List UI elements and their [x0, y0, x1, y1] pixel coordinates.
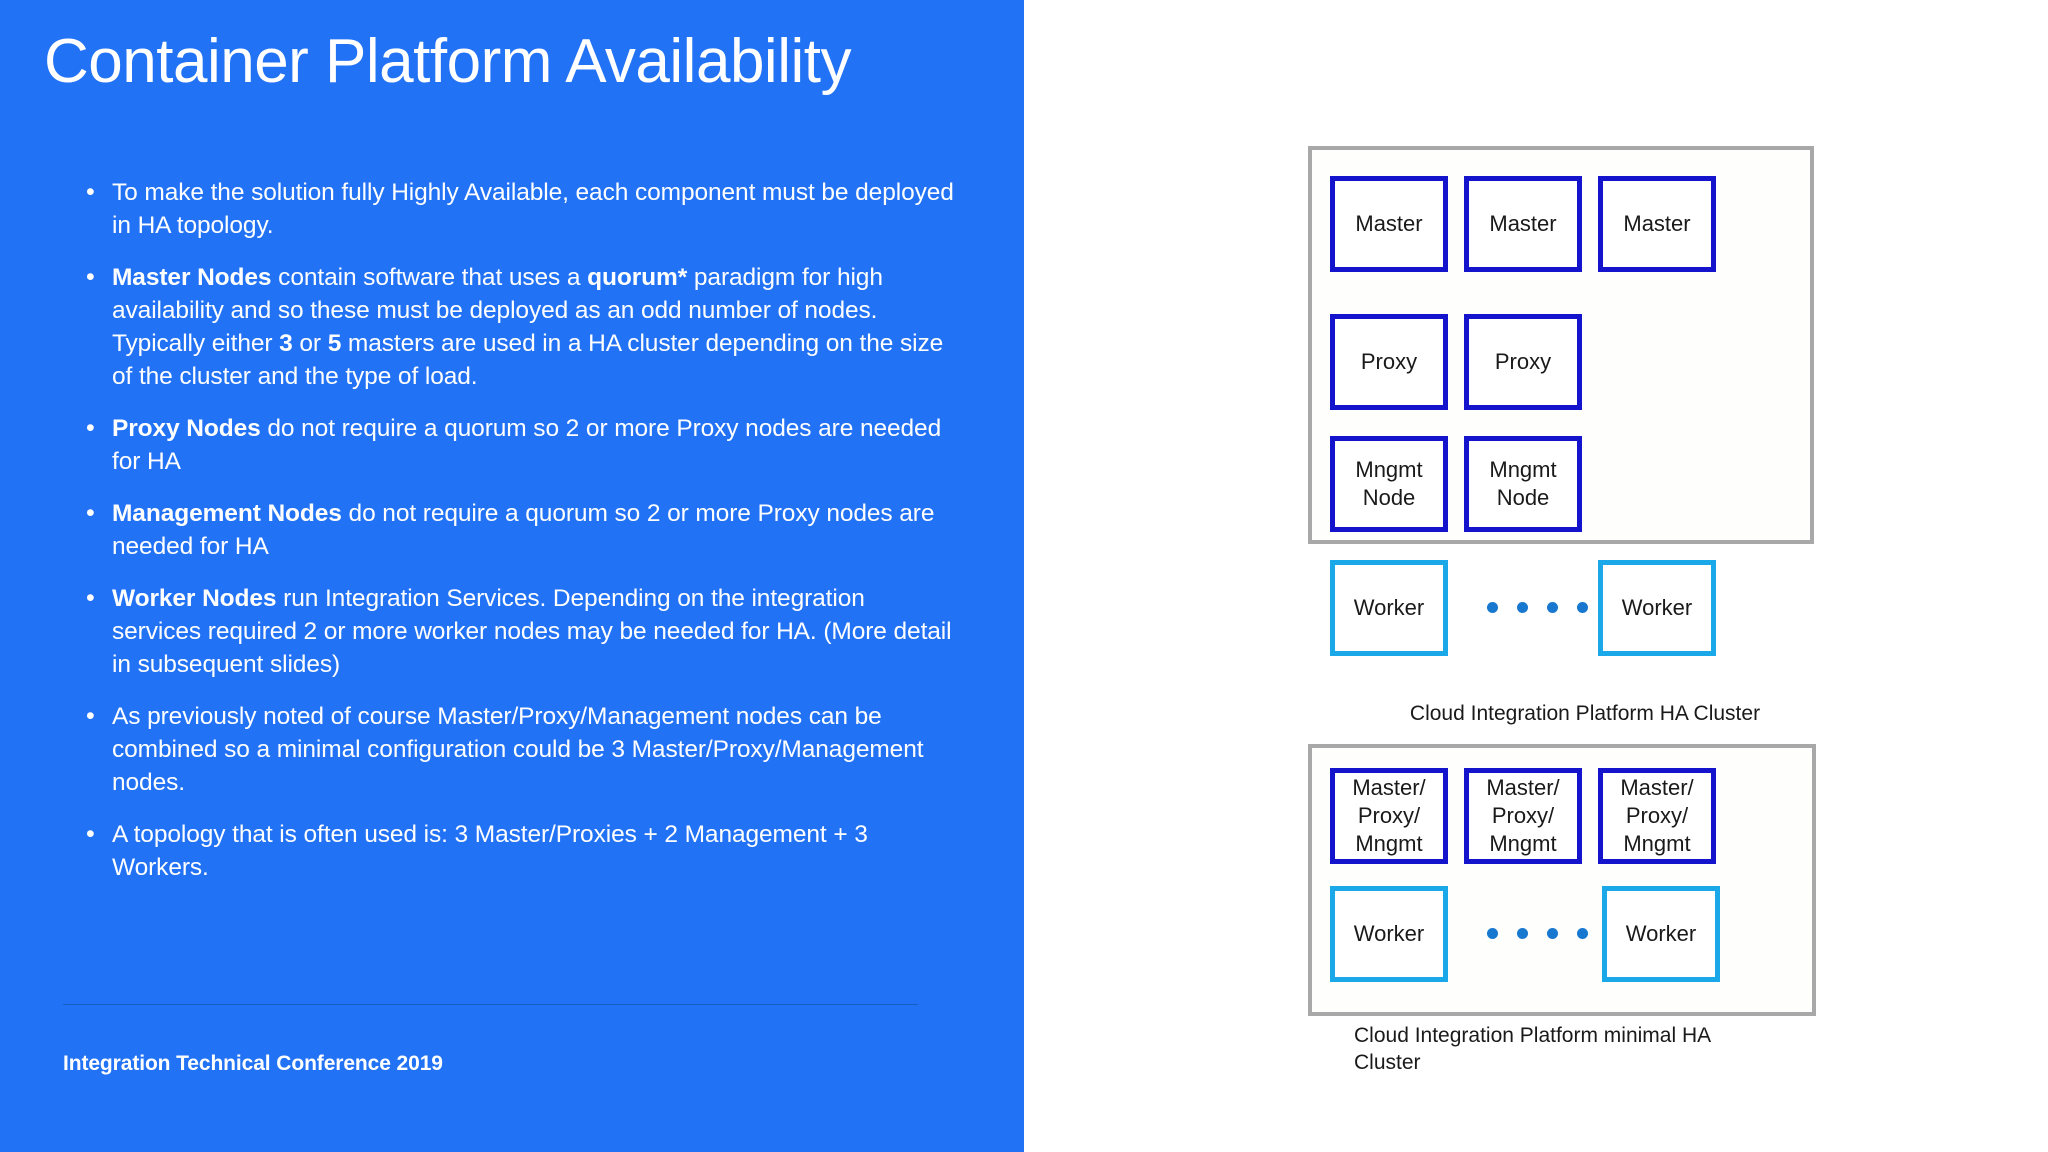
- node-worker: Worker: [1598, 560, 1716, 656]
- bullet-segment: paradigm for high availability and so th…: [112, 264, 883, 357]
- bullet-proxy-nodes-text: Proxy Nodes do not require a quorum so 2…: [112, 412, 958, 478]
- node-master: Master: [1330, 176, 1448, 272]
- bullet-management-nodes: • Management Nodes do not require a quoru…: [78, 497, 958, 563]
- ha-cluster-caption: Cloud Integration Platform HA Cluster: [1409, 702, 1761, 725]
- node-worker: Worker: [1330, 886, 1448, 982]
- dot-icon: [1487, 602, 1498, 613]
- bullet-combined-nodes-text: As previously noted of course Master/Pro…: [112, 700, 958, 799]
- node-master: Master: [1598, 176, 1716, 272]
- dot-icon: [1577, 928, 1588, 939]
- bullet-segment: Worker Nodes: [112, 585, 277, 612]
- bullet-point-icon: •: [86, 820, 95, 848]
- node-proxy: Proxy: [1330, 314, 1448, 410]
- dot-icon: [1517, 602, 1528, 613]
- dot-icon: [1487, 928, 1498, 939]
- node-worker: Worker: [1330, 560, 1448, 656]
- node-proxy: Proxy: [1464, 314, 1582, 410]
- bullet-segment: run Integration Services. Depending on t…: [112, 585, 952, 678]
- node-master-proxy-mngmt: Master/ Proxy/ Mngmt: [1464, 768, 1582, 864]
- bullet-ha-topology: • To make the solution fully Highly Avail…: [78, 176, 958, 242]
- bullet-segment: Management Nodes: [112, 500, 342, 527]
- node-mngmt-node: Mngmt Node: [1330, 436, 1448, 532]
- ellipsis-dots-icon: [1487, 602, 1588, 613]
- bullet-worker-nodes: • Worker Nodes run Integration Services. …: [78, 582, 958, 681]
- left-content-panel: Container Platform Availability • To make…: [0, 0, 1024, 1152]
- bullet-segment: or: [292, 330, 328, 357]
- footer-divider: [63, 1004, 918, 1005]
- bullet-typical-topology-text: A topology that is often used is: 3 Mast…: [112, 818, 958, 884]
- bullet-segment: Master Nodes: [112, 264, 272, 291]
- bullet-segment: 5: [327, 330, 342, 357]
- dot-icon: [1547, 602, 1558, 613]
- bullet-segment: To make the solution fully Highly Availa…: [112, 179, 954, 239]
- bullet-point-icon: •: [86, 702, 95, 730]
- dot-icon: [1517, 928, 1528, 939]
- bullet-point-icon: •: [86, 584, 95, 612]
- bullet-master-nodes: • Master Nodes contain software that uses…: [78, 261, 958, 393]
- footer-conference-label: Integration Technical Conference 2019: [63, 1052, 443, 1075]
- bullet-segment: 3: [279, 330, 293, 357]
- node-worker: Worker: [1602, 886, 1720, 982]
- bullet-management-nodes-text: Management Nodes do not require a quorum…: [112, 497, 958, 563]
- bullet-point-icon: •: [86, 178, 95, 206]
- bullet-segment: quorum*: [587, 264, 688, 291]
- bullet-typical-topology: • A topology that is often used is: 3 Mas…: [78, 818, 958, 884]
- bullet-point-icon: •: [86, 414, 95, 442]
- bullet-segment: contain software that uses a: [271, 264, 588, 291]
- bullet-ha-topology-text: To make the solution fully Highly Availa…: [112, 176, 958, 242]
- bullet-segment: masters are used in a HA cluster dependi…: [112, 330, 944, 390]
- node-master-proxy-mngmt: Master/ Proxy/ Mngmt: [1330, 768, 1448, 864]
- bullet-point-icon: •: [86, 499, 95, 527]
- bullet-point-icon: •: [86, 263, 95, 291]
- minimal-ha-cluster-caption: Cloud Integration Platform minimal HA Cl…: [1354, 1024, 1710, 1074]
- node-master-proxy-mngmt: Master/ Proxy/ Mngmt: [1598, 768, 1716, 864]
- page-title: Container Platform Availability: [44, 27, 851, 96]
- bullet-segment: As previously noted of course Master/Pro…: [112, 703, 924, 796]
- bullet-master-nodes-text: Master Nodes contain software that uses …: [112, 261, 958, 393]
- bullet-segment: do not require a quorum so 2 or more Pro…: [112, 415, 942, 475]
- dot-icon: [1577, 602, 1588, 613]
- bullet-segment: Proxy Nodes: [112, 415, 261, 442]
- ellipsis-dots-icon: [1487, 928, 1588, 939]
- bullet-segment: do not require a quorum so 2 or more Pro…: [112, 500, 935, 560]
- bullet-worker-nodes-text: Worker Nodes run Integration Services. D…: [112, 582, 958, 681]
- bullet-combined-nodes: • As previously noted of course Master/Pr…: [78, 700, 958, 799]
- bullet-segment: A topology that is often used is: 3 Mast…: [112, 821, 868, 881]
- bullet-list: • To make the solution fully Highly Avail…: [78, 176, 958, 903]
- dot-icon: [1547, 928, 1558, 939]
- bullet-proxy-nodes: • Proxy Nodes do not require a quorum so …: [78, 412, 958, 478]
- node-mngmt-node: Mngmt Node: [1464, 436, 1582, 532]
- node-master: Master: [1464, 176, 1582, 272]
